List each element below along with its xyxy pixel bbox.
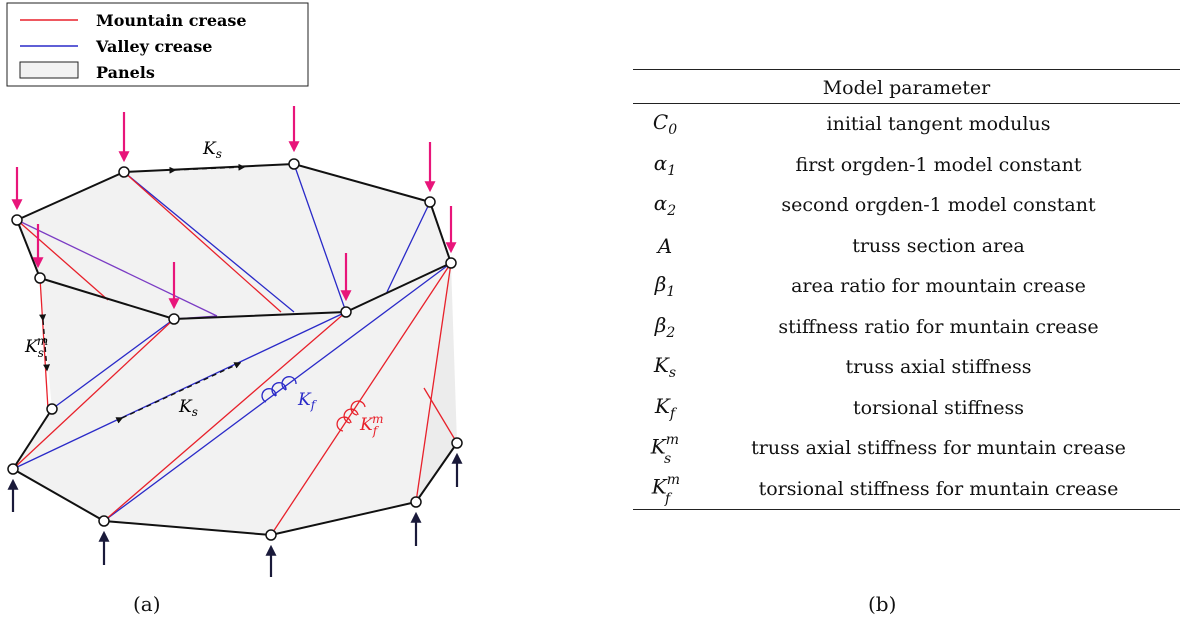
- table-row: Kms truss axial stiffness for muntain cre…: [633, 428, 1180, 469]
- purple-crease: [16, 219, 218, 317]
- parameter-symbol: Kms: [650, 431, 680, 467]
- torsional-spring-kfm: [336, 400, 366, 432]
- table-row: Ks truss axial stiffness: [633, 347, 1180, 388]
- nodes: [7, 158, 463, 541]
- parameter-description: first orgden-1 model constant: [795, 153, 1082, 176]
- parameter-symbol: β2: [654, 312, 676, 341]
- caption-a: (a): [133, 592, 161, 616]
- support-arrows: [7, 452, 463, 577]
- parameter-symbol: α2: [653, 191, 677, 220]
- parameter-description: torsional stiffness for muntain crease: [697, 468, 1180, 510]
- parameter-description: second orgden-1 model constant: [781, 194, 1096, 217]
- legend-valley-label: Valley crease: [95, 37, 212, 56]
- parameter-symbol: C0: [652, 110, 678, 139]
- table-row: α2 second orgden-1 model constant: [633, 185, 1180, 226]
- parameter-description: torsional stiffness: [852, 396, 1025, 419]
- table-row: C0 initial tangent modulus: [633, 104, 1180, 145]
- parameter-symbol: Ks: [653, 353, 677, 382]
- parameter-description: truss axial stiffness: [845, 356, 1032, 379]
- torsional-spring-kf: [261, 376, 297, 403]
- parameter-symbol: Kmf: [633, 468, 697, 510]
- load-arrows: [11, 106, 457, 310]
- label-ksm: Ksm: [24, 334, 48, 360]
- parameter-description: initial tangent modulus: [826, 113, 1051, 136]
- parameter-description: area ratio for mountain crease: [791, 275, 1086, 298]
- parameter-table: Model parameter C0 initial tangent modulu…: [633, 69, 1180, 510]
- origami-truss-diagram: Mountain crease Valley crease Panels: [6, 2, 463, 577]
- label-kfm: Kfm: [359, 412, 384, 438]
- label-kf: Kf: [297, 390, 318, 412]
- legend-panels-label: Panels: [96, 63, 155, 82]
- legend-panels-swatch: [19, 61, 79, 79]
- label-ks-mid: Ks: [178, 397, 198, 419]
- table-body: C0 initial tangent modulus α1 first orgden-…: [633, 104, 1180, 510]
- table-row: β2 stiffness ratio for muntain crease: [633, 307, 1180, 348]
- parameter-description: truss axial stiffness for muntain crease: [751, 437, 1126, 460]
- parameter-symbol: β1: [654, 272, 676, 301]
- parameter-description: truss section area: [852, 234, 1025, 257]
- parameter-description: stiffness ratio for muntain crease: [778, 315, 1099, 338]
- label-ks-top: Ks: [202, 139, 222, 161]
- table-row: β1 area ratio for mountain crease: [633, 266, 1180, 307]
- parameter-symbol: α1: [653, 150, 677, 179]
- parameter-symbol: Kf: [654, 393, 676, 422]
- table-row: Kf torsional stiffness: [633, 388, 1180, 429]
- parameter-symbol: A: [657, 233, 673, 258]
- legend: Mountain crease Valley crease Panels: [6, 2, 309, 87]
- table-header: Model parameter: [633, 69, 1180, 104]
- table-row: α1 first orgden-1 model constant: [633, 145, 1180, 186]
- legend-mountain-label: Mountain crease: [96, 11, 247, 30]
- table-header-row: Model parameter: [633, 69, 1180, 104]
- panels: [13, 164, 457, 535]
- caption-b: (b): [868, 592, 897, 616]
- stiffness-dashes: [39, 163, 246, 424]
